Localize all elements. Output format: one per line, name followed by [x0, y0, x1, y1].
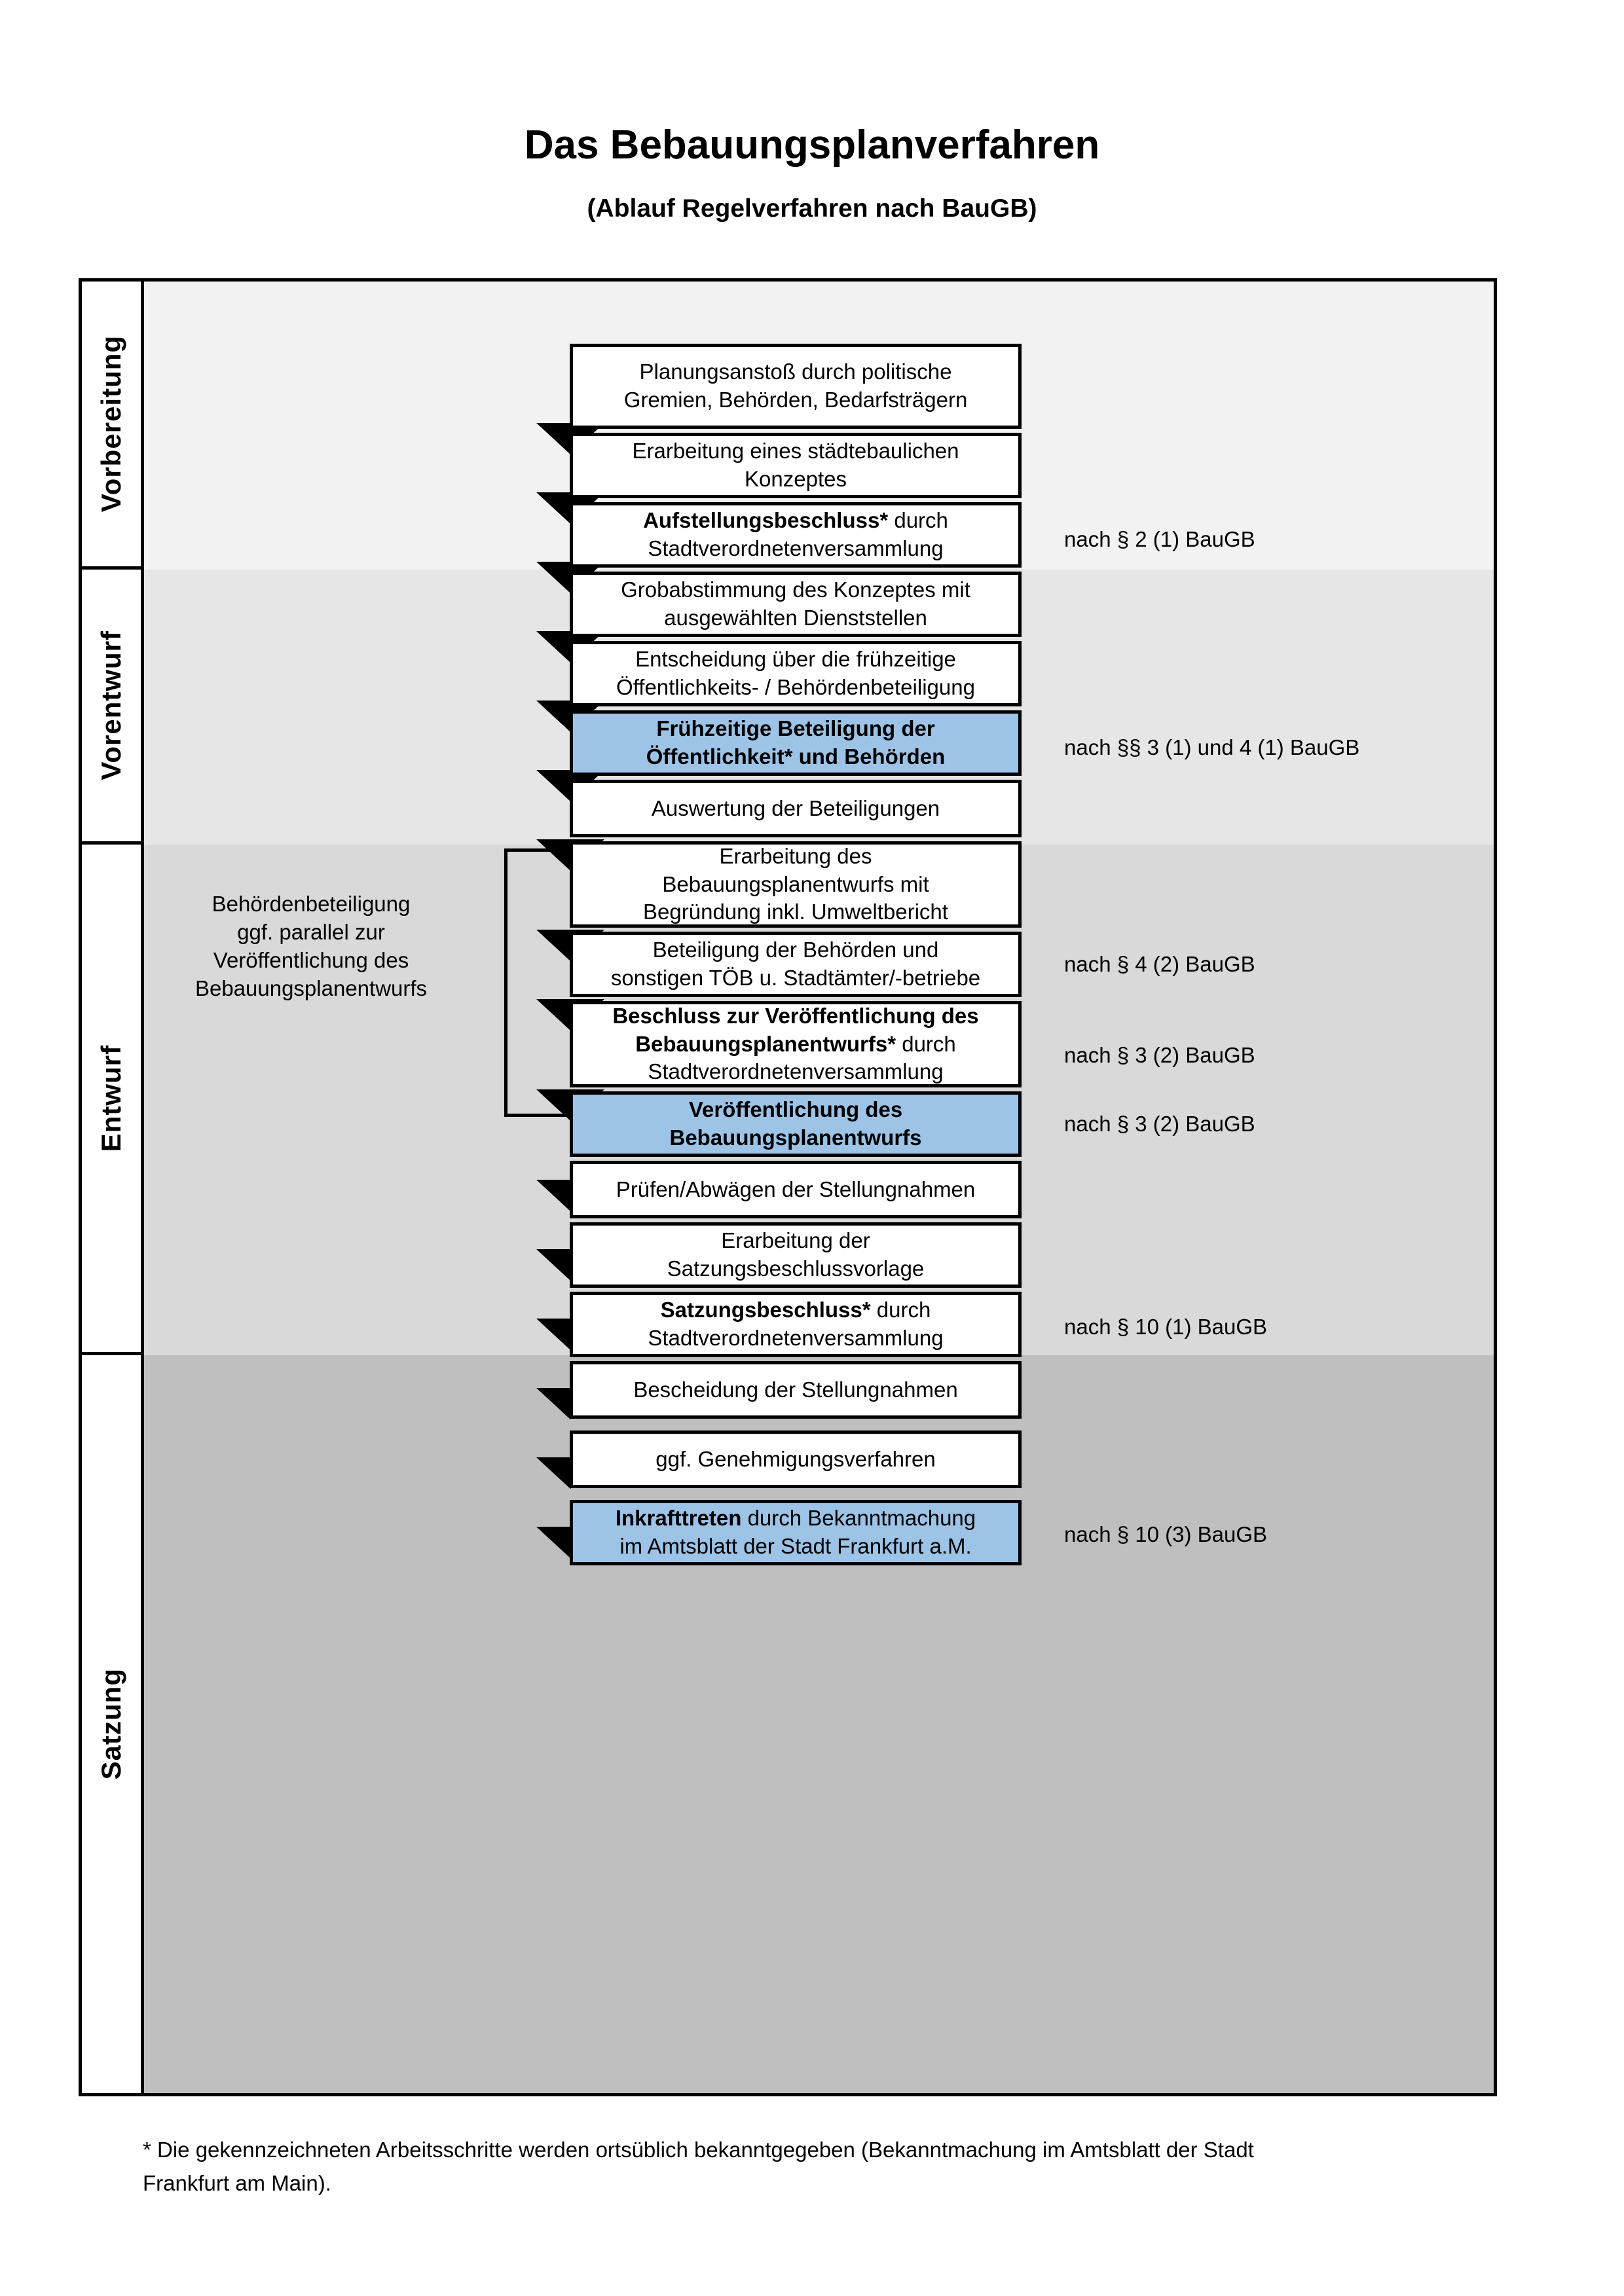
- step-konzept-line-1: Erarbeitung eines städtebaulichen: [632, 439, 959, 464]
- step-planungsanstoss[interactable]: Planungsanstoß durch politische Gremien,…: [570, 344, 1022, 429]
- step-erarbeitung-bebauungsplanentwurf[interactable]: Erarbeitung des Bebauungsplanentwurfs mi…: [570, 841, 1022, 928]
- step-satzungsbeschlussvorlage[interactable]: Erarbeitung der Satzungsbeschlussvorlage: [570, 1222, 1022, 1288]
- phase-label-cell-entwurf: Entwurf: [82, 845, 144, 1355]
- flowchart-frame: Vorbereitung Vorentwurf Entwurf Satzung …: [79, 278, 1497, 2096]
- step-auswertung-line-1: Auswertung der Beteiligungen: [651, 795, 940, 820]
- step-fruehzeitige-beteiligung[interactable]: Frühzeitige Beteiligung der Öffentlichke…: [570, 710, 1022, 776]
- step-auswertung-beteiligungen[interactable]: Auswertung der Beteiligungen: [570, 780, 1022, 837]
- step-bescheidung-stellungnahmen[interactable]: Bescheidung der Stellungnahmen: [570, 1361, 1022, 1419]
- step-beschluss-bold-line-2: Bebauungsplanentwurfs*: [635, 1031, 896, 1056]
- step-erarbeitung-line-1: Erarbeitung des: [719, 843, 872, 868]
- step-satzungsbeschluss-rest: durch: [870, 1298, 931, 1322]
- step-fruehzeitige-line-2: Öffentlichkeit* und Behörden: [646, 744, 946, 769]
- step-grobabstimmung[interactable]: Grobabstimmung des Konzeptes mit ausgewä…: [570, 572, 1022, 637]
- step-veroeffentlichung-line-1: Veröffentlichung des: [688, 1097, 903, 1122]
- phase-label-cell-vorentwurf: Vorentwurf: [82, 570, 144, 845]
- parallel-note-line-3: Veröffentlichung des: [213, 947, 409, 972]
- step-beteiligung-behoerden[interactable]: Beteiligung der Behörden und sonstigen T…: [570, 932, 1022, 997]
- step-veroeffentlichung-entwurf[interactable]: Veröffentlichung des Bebauungsplanentwur…: [570, 1091, 1022, 1157]
- footnote-line-2: Frankfurt am Main).: [143, 2171, 331, 2196]
- step-aufstellungsbeschluss-rest: durch: [888, 508, 948, 533]
- step-genehmigung-line-1: ggf. Genehmigungsverfahren: [655, 1446, 936, 1471]
- reference-paragraph-10-3: nach § 10 (3) BauGB: [1064, 1522, 1268, 1546]
- step-genehmigungsverfahren[interactable]: ggf. Genehmigungsverfahren: [570, 1430, 1022, 1488]
- parallel-note-line-4: Bebauungsplanentwurfs: [194, 975, 428, 1000]
- step-satzungsbeschluss-bold: Satzungsbeschluss*: [660, 1298, 871, 1322]
- step-inkrafttreten-bold: Inkrafttreten: [615, 1506, 742, 1531]
- parallel-note-line-2: ggf. parallel zur: [237, 919, 385, 944]
- phase-label-cell-satzung: Satzung: [82, 1355, 144, 2093]
- reference-paragraph-10-1: nach § 10 (1) BauGB: [1064, 1315, 1268, 1339]
- step-erarbeitung-line-3: Begründung inkl. Umweltbericht: [643, 900, 948, 924]
- reference-paragraph-4-2: nach § 4 (2) BauGB: [1064, 952, 1255, 976]
- step-beschluss-rest: durch: [896, 1031, 956, 1056]
- step-konzept-line-2: Konzeptes: [745, 467, 847, 491]
- step-inkrafttreten-rest: durch Bekanntmachung: [741, 1506, 976, 1531]
- page-subtitle: (Ablauf Regelverfahren nach BauGB): [587, 194, 1037, 223]
- phase-label-cell-vorbereitung: Vorbereitung: [82, 282, 144, 570]
- reference-paragraph-2-1: nach § 2 (1) BauGB: [1064, 527, 1255, 551]
- step-entscheidung-line-1: Entscheidung über die frühzeitige: [635, 647, 956, 672]
- step-bescheidung-line-1: Bescheidung der Stellungnahmen: [633, 1377, 958, 1402]
- footnote-line-1: * Die gekennzeichneten Arbeitsschritte w…: [143, 2138, 1254, 2162]
- step-grobabstimmung-line-1: Grobabstimmung des Konzeptes mit: [621, 577, 970, 602]
- step-fruehzeitige-line-1: Frühzeitige Beteiligung der: [656, 716, 935, 741]
- step-beschluss-veroeffentlichung[interactable]: Beschluss zur Veröffentlichung des Bebau…: [570, 1001, 1022, 1087]
- step-pruefen-abwaegen[interactable]: Prüfen/Abwägen der Stellungnahmen: [570, 1161, 1022, 1218]
- step-staedtebauliches-konzept[interactable]: Erarbeitung eines städtebaulichen Konzep…: [570, 433, 1022, 498]
- step-planungsanstoss-line-2: Gremien, Behörden, Bedarfsträgern: [623, 388, 968, 412]
- phase-label-entwurf: Entwurf: [96, 1044, 126, 1152]
- step-pruefen-line-1: Prüfen/Abwägen der Stellungnahmen: [616, 1176, 976, 1201]
- reference-paragraph-3-2-b: nach § 3 (2) BauGB: [1064, 1112, 1255, 1136]
- step-aufstellungsbeschluss[interactable]: Aufstellungsbeschluss* durch Stadtverord…: [570, 502, 1022, 568]
- step-erarbeitung-line-2: Bebauungsplanentwurfs mit: [662, 871, 929, 896]
- step-satzungsbeschluss-line-2: Stadtverordnetenversammlung: [648, 1326, 944, 1350]
- step-beschluss-line-3: Stadtverordnetenversammlung: [648, 1059, 944, 1084]
- page-title: Das Bebauungsplanverfahren: [524, 122, 1100, 168]
- phase-label-vorentwurf: Vorentwurf: [96, 630, 126, 780]
- parallel-note-line-1: Behördenbeteiligung: [212, 892, 411, 916]
- step-planungsanstoss-line-1: Planungsanstoß durch politische: [639, 359, 952, 384]
- step-entscheidung-beteiligung[interactable]: Entscheidung über die frühzeitige Öffent…: [570, 641, 1022, 706]
- reference-paragraph-3-2-a: nach § 3 (2) BauGB: [1064, 1043, 1255, 1067]
- step-veroeffentlichung-line-2: Bebauungsplanentwurfs: [669, 1125, 922, 1150]
- step-aufstellungsbeschluss-line-2: Stadtverordnetenversammlung: [648, 536, 944, 560]
- footnote: * Die gekennzeichneten Arbeitsschritte w…: [143, 2133, 1492, 2200]
- step-aufstellungsbeschluss-bold: Aufstellungsbeschluss*: [643, 508, 889, 533]
- step-grobabstimmung-line-2: ausgewählten Dienststellen: [664, 606, 927, 630]
- step-entscheidung-line-2: Öffentlichkeits- / Behördenbeteiligung: [616, 675, 975, 699]
- phase-label-satzung: Satzung: [96, 1668, 126, 1780]
- parallel-path-bracket: [504, 848, 589, 1117]
- step-beteiligung-line-2: sonstigen TÖB u. Stadtämter/-betriebe: [610, 966, 981, 990]
- step-beteiligung-line-1: Beteiligung der Behörden und: [652, 938, 939, 962]
- step-satzungsbeschluss[interactable]: Satzungsbeschluss* durch Stadtverordnete…: [570, 1292, 1022, 1357]
- step-inkrafttreten-line-2: im Amtsblatt der Stadt Frankfurt a.M.: [619, 1534, 972, 1558]
- parallel-path-note: Behördenbeteiligung ggf. parallel zur Ve…: [174, 890, 449, 1003]
- step-inkrafttreten[interactable]: Inkrafttreten durch Bekanntmachung im Am…: [570, 1500, 1022, 1565]
- reference-paragraph-3-1-4-1: nach §§ 3 (1) und 4 (1) BauGB: [1064, 735, 1360, 759]
- step-satzungsvorlage-line-1: Erarbeitung der: [721, 1228, 870, 1253]
- step-beschluss-bold-line-1: Beschluss zur Veröffentlichung des: [612, 1003, 979, 1028]
- phase-label-vorbereitung: Vorbereitung: [96, 335, 126, 513]
- step-satzungsvorlage-line-2: Satzungsbeschlussvorlage: [667, 1256, 925, 1281]
- document-header: Das Bebauungsplanverfahren (Ablauf Regel…: [0, 0, 1624, 223]
